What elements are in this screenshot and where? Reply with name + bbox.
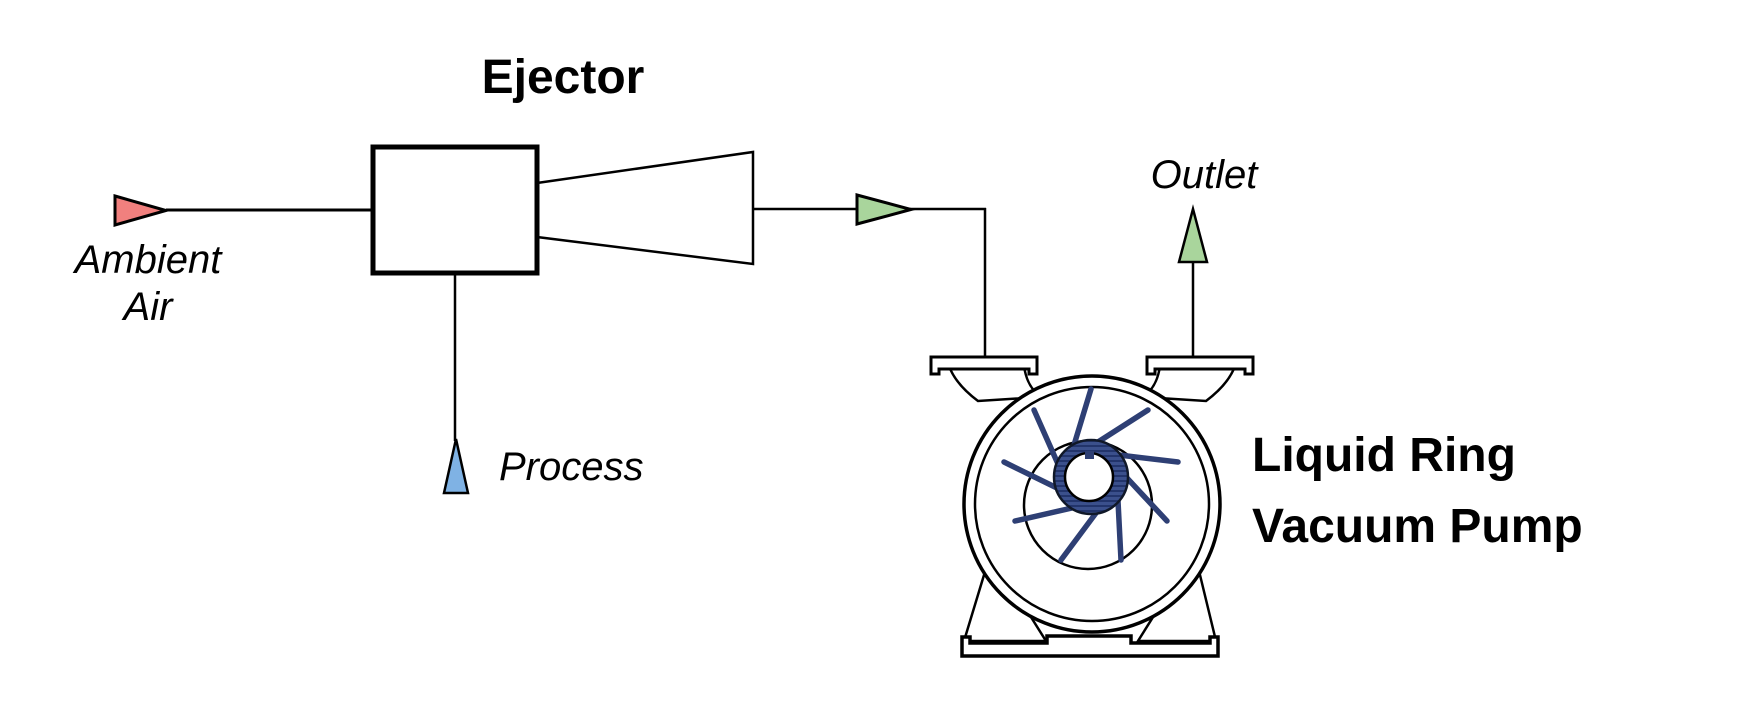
impeller-blades <box>1001 386 1181 563</box>
flow-arrow-icon <box>855 193 917 226</box>
ejector-title: Ejector <box>481 51 645 104</box>
impeller-blade <box>1124 475 1170 524</box>
outlet-label: Outlet <box>1150 153 1258 197</box>
impeller-blade <box>1116 452 1181 465</box>
ambient-air-label-line1: Ambient <box>74 238 222 282</box>
impeller-blade <box>1115 498 1124 563</box>
process-label: Process <box>499 445 644 489</box>
process-suction-line <box>442 273 470 495</box>
ambient-air-label: Ambient Air <box>57 237 239 331</box>
ejector-body-box <box>370 144 540 276</box>
ambient-air-arrow-icon <box>113 194 172 227</box>
impeller-blade <box>1095 407 1151 445</box>
impeller-blade <box>1001 459 1060 491</box>
pump-base-feet <box>960 634 1220 658</box>
ejector-symbol <box>370 144 755 276</box>
process-arrow-icon <box>442 438 470 495</box>
ambient-air-label-line2: Air <box>123 285 173 329</box>
impeller-blade <box>1012 505 1075 524</box>
pump-outlet-flange <box>1145 355 1255 376</box>
ejector-diffuser-cone <box>535 150 755 266</box>
pump-title: Liquid Ring Vacuum Pump <box>1252 420 1583 562</box>
pump-title-line2: Vacuum Pump <box>1252 500 1583 553</box>
pump-inlet-flange <box>929 355 1039 376</box>
pump-title-line1: Liquid Ring <box>1252 429 1516 482</box>
pump-outlet-line <box>1177 204 1209 358</box>
impeller-blade <box>1031 407 1061 467</box>
vacuum-pump-symbol <box>929 355 1255 658</box>
impeller-shaft-hole <box>1063 451 1115 503</box>
outlet-arrow-icon <box>1177 204 1209 264</box>
discharge-line <box>753 193 987 358</box>
ambient-air-line <box>113 194 374 227</box>
impeller-blade <box>1058 510 1099 563</box>
impeller-keyway <box>1085 451 1094 459</box>
impeller-blade <box>1071 386 1094 448</box>
